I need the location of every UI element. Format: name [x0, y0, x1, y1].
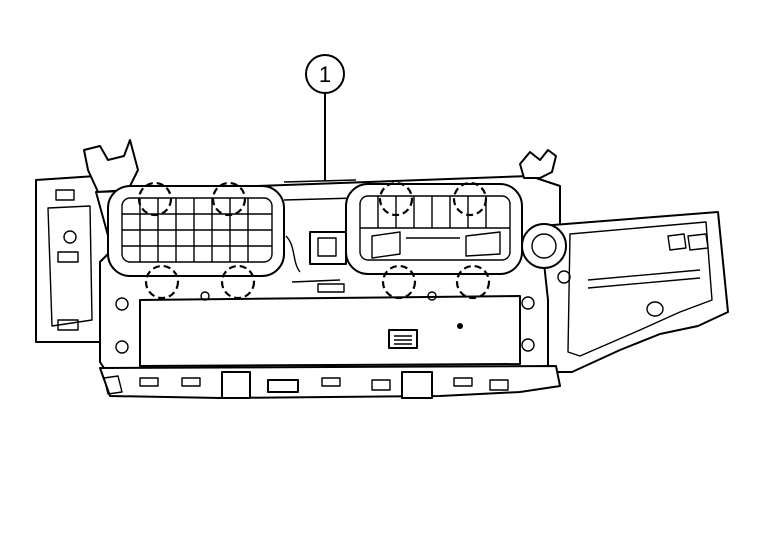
left-slot-top	[55, 189, 75, 201]
vent-bezel	[107, 185, 285, 277]
left-bracket-hole	[63, 230, 77, 244]
rail-slot-7	[489, 379, 509, 391]
mounting-screws	[115, 270, 571, 354]
left-vent	[107, 185, 285, 277]
right-wing-rib	[587, 269, 701, 281]
rail-slot-2	[181, 377, 201, 387]
right-wing-rib2	[587, 277, 701, 289]
vent-bezel	[345, 183, 523, 275]
rail-slot-6	[453, 377, 473, 387]
left-slot-mid	[57, 251, 79, 263]
left-bracket-inner	[47, 205, 93, 327]
clip-location-circle	[137, 181, 173, 217]
rail-left-clip	[103, 375, 123, 395]
rail-slot-5	[371, 379, 391, 391]
rail-slot-4	[321, 377, 341, 387]
center-connector-pins	[394, 335, 412, 345]
clip-location-circle	[452, 181, 488, 217]
mounting-screw	[557, 270, 571, 284]
center-connector	[388, 329, 418, 349]
lower-cover	[139, 295, 521, 367]
middle-connector-inner	[317, 237, 337, 257]
right-wing-clip	[667, 233, 709, 251]
mounting-screw	[427, 291, 437, 301]
mounting-screw	[521, 296, 535, 310]
left-slot-bottom	[57, 319, 79, 331]
middle-clip	[317, 283, 345, 293]
right-vent	[345, 183, 523, 275]
mounting-screw	[521, 338, 535, 352]
mounting-screw	[115, 297, 129, 311]
vent-louvers	[139, 198, 249, 262]
clip-location-circle	[455, 264, 491, 300]
rail-tab-2	[401, 371, 433, 399]
clip-location-circle	[220, 264, 256, 300]
clip-location-circle	[381, 264, 417, 300]
clip-location-circle	[378, 181, 414, 217]
upper-rib	[283, 179, 357, 183]
clip-location-circle	[144, 264, 180, 300]
rail-slot-3	[267, 379, 299, 393]
right-wing-hole	[646, 301, 664, 317]
middle-wiring	[285, 235, 341, 283]
clip-location-circle	[211, 181, 247, 217]
vent-lower-vanes	[371, 231, 501, 259]
mounting-screw	[200, 291, 210, 301]
upper-rib2	[283, 197, 357, 201]
center-dot	[457, 323, 463, 329]
callout-1: 1	[305, 54, 345, 181]
rail-tab-1	[221, 371, 251, 399]
clip-locations	[137, 181, 491, 300]
round-actuator-inner	[531, 233, 557, 259]
left-top-clip	[83, 139, 139, 193]
vent-louvers	[377, 196, 487, 228]
mounting-screw	[115, 340, 129, 354]
round-actuator	[521, 223, 567, 269]
right-top-clip	[519, 149, 557, 179]
rail-slot-1	[139, 377, 159, 387]
bottom-rail	[99, 365, 561, 399]
right-wing	[539, 211, 729, 373]
callout-label: 1	[319, 62, 331, 87]
right-wing-inner	[567, 221, 713, 357]
middle-connector	[309, 231, 347, 265]
